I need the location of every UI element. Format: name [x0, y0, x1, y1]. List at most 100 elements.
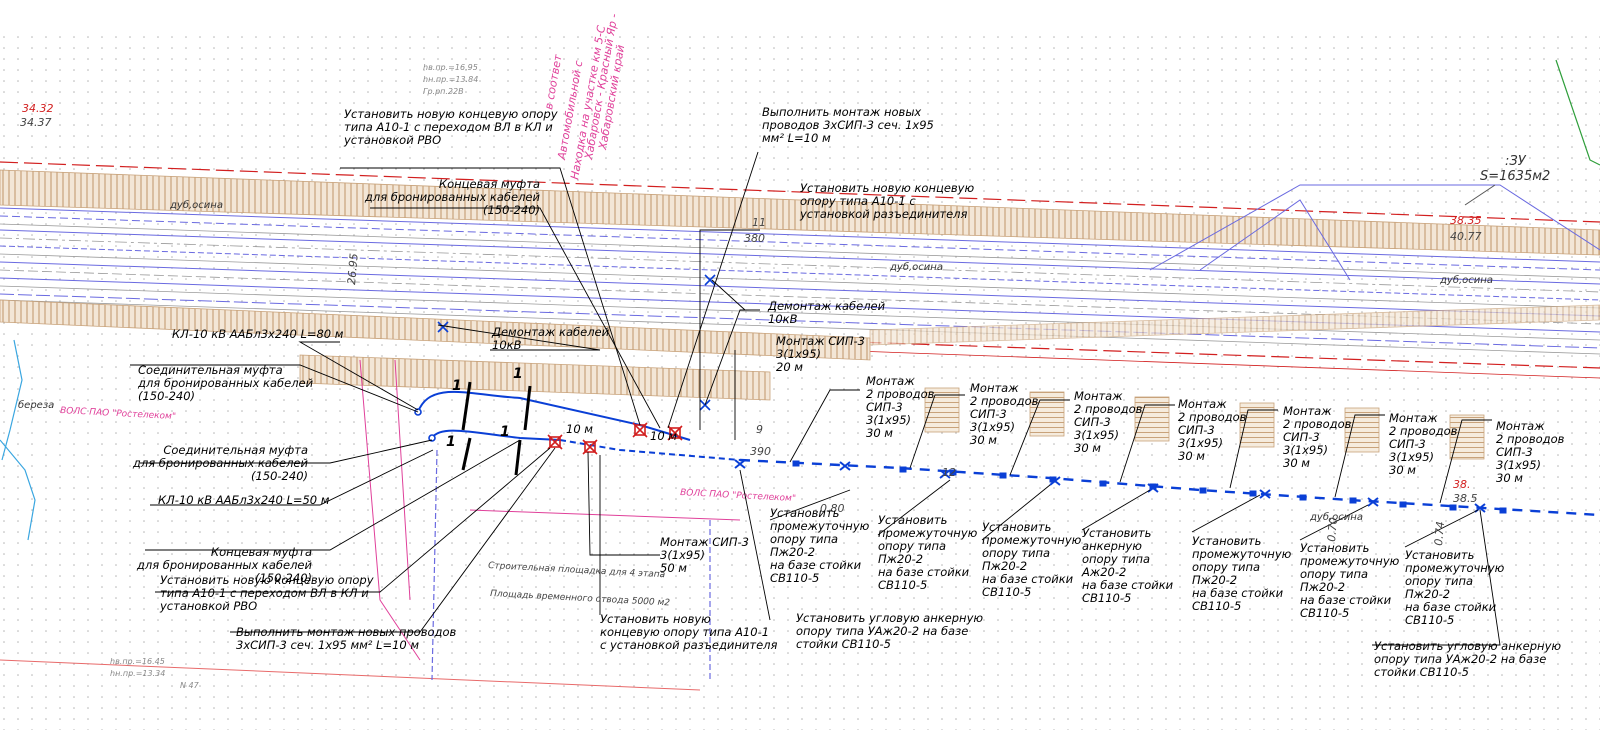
annotation-line: 3(1х95) [1389, 450, 1434, 464]
annotation-line: (150-240) [251, 469, 308, 483]
annotation-line: СВ110-5 [770, 571, 819, 585]
annotation-line: Монтаж [1496, 419, 1545, 433]
num-11: 11 [752, 216, 766, 229]
annotation-line: промежуточную [1192, 547, 1292, 561]
annotation-line: Соединительная муфта [163, 443, 308, 457]
support-markers [734, 459, 1507, 514]
annotation-line: Концевая муфта [211, 545, 312, 559]
annotation-line: проводов 3хСИП-3 сеч. 1х95 [762, 118, 934, 132]
annotation-line: Монтаж [1074, 389, 1123, 403]
upper-right-structure [1149, 184, 1600, 281]
annotation-line: на базе стойки [982, 572, 1074, 586]
num-385: 38.5 [1453, 492, 1478, 505]
annotation-line: установкой разъединителя [799, 207, 968, 221]
annotation-line: Монтаж [1283, 404, 1332, 418]
annotation-line: Установить [770, 506, 839, 520]
annotation-line: Пж20-2 [982, 559, 1027, 573]
dim-ones: 1 1 1 1 [446, 366, 523, 450]
dim-markers [461, 381, 532, 476]
elev-2: 34.37 [20, 116, 52, 129]
annotation-line: 2 проводов [970, 394, 1039, 408]
annotation-line: СИП-3 [1074, 415, 1111, 429]
elevation-labels: 34.32 34.37 38.35 40.77 26.95 11 380 9 3… [20, 102, 1482, 546]
hv-label-4: hв.пр.=16.45 [110, 657, 165, 666]
annotation-line: 2 проводов [1496, 432, 1565, 446]
num-380: 380 [744, 232, 765, 245]
num-12: 12 [942, 466, 956, 479]
annotation-line: СВ110-5 [982, 585, 1031, 599]
annotation-line: Аж20-2 [1081, 565, 1126, 579]
annotation-line: Установить новую [600, 612, 711, 626]
elev-4: 40.77 [1450, 230, 1482, 243]
annotation-line: Установить угловую анкерную [1374, 639, 1561, 653]
annotation-line: опору типа УАж20-2 на базе [796, 624, 968, 638]
annotation-line: КЛ-10 кВ ААБл3х240 L=80 м [172, 327, 344, 341]
annotation-line: Установить новую концевую опору [160, 573, 374, 587]
annotation-line: 3(1х95) [660, 548, 705, 562]
survey-points [0, 30, 1600, 730]
annotation-line: Установить [1192, 534, 1261, 548]
annotation-line: Монтаж СИП-3 [776, 334, 865, 348]
annotation-line: Выполнить монтаж новых проводов [236, 625, 457, 639]
annotation-line: 20 м [776, 360, 803, 374]
annotation-line: для бронированных кабелей [132, 456, 309, 470]
annotation-line: СВ110-5 [1192, 599, 1241, 613]
annotation-line: Демонтаж кабелей [767, 299, 886, 313]
annotation-line: Монтаж [1389, 411, 1438, 425]
annotation-line: опору типа [1300, 567, 1368, 581]
annotation-line: промежуточную [878, 526, 978, 540]
annotation-line: установкой РВО [159, 599, 257, 613]
annotation-line: 30 м [1283, 456, 1310, 470]
annotation-line: СВ110-5 [1082, 591, 1131, 605]
annotation-line: Пж20-2 [770, 545, 815, 559]
annotation-line: типа А10-1 с переходом ВЛ в КЛ и [344, 120, 553, 134]
annotation-line: Пж20-2 [1405, 587, 1450, 601]
annotation-line: опору типа [982, 546, 1050, 560]
dim-10m-b: 10 м [650, 429, 677, 443]
annotation-line: СИП-3 [1496, 445, 1533, 459]
annotation-line: 30 м [970, 433, 997, 447]
annotation-line: Установить [1082, 526, 1151, 540]
hv-label-5: hн.пр.=13.34 [110, 669, 165, 678]
annotation-line: Пж20-2 [1192, 573, 1237, 587]
annotation-line: мм² L=10 м [762, 131, 831, 145]
num-080: 0.80 [820, 502, 845, 515]
annotation-line: СИП-3 [1389, 437, 1426, 451]
annotation-line: Соединительная муфта [138, 363, 283, 377]
annotation-line: (150-240) [483, 203, 540, 217]
annotation-line: на базе стойки [1082, 578, 1174, 592]
annotation-line: 3(1х95) [1074, 428, 1119, 442]
annotation-line: 3(1х95) [776, 347, 821, 361]
annotation-line: концевую опору типа А10-1 [600, 625, 769, 639]
road-corridor [0, 207, 1600, 355]
tree-band-upper [0, 169, 1600, 256]
annotation-line: 50 м [660, 561, 687, 575]
annotation-line: на базе стойки [1405, 600, 1497, 614]
annotation-line: 30 м [866, 426, 893, 440]
hv-label-2: hн.пр.=13.84 [423, 75, 478, 84]
dub-label-2: дуб,осина [889, 261, 943, 273]
annotation-line: для бронированных кабелей [364, 190, 541, 204]
annotation-line: с установкой разъединителя [600, 638, 778, 652]
dub-label-1: дуб,осина [169, 199, 223, 211]
annotation-line: промежуточную [1300, 554, 1400, 568]
annotation-line: Пж20-2 [878, 552, 923, 566]
annotation-line: 3хСИП-3 сеч. 1х95 мм² L=10 м [236, 638, 419, 652]
annotation-line: 3(1х95) [1496, 458, 1541, 472]
dim-one-a: 1 [452, 378, 462, 394]
annotation-line: опору типа [1405, 574, 1473, 588]
